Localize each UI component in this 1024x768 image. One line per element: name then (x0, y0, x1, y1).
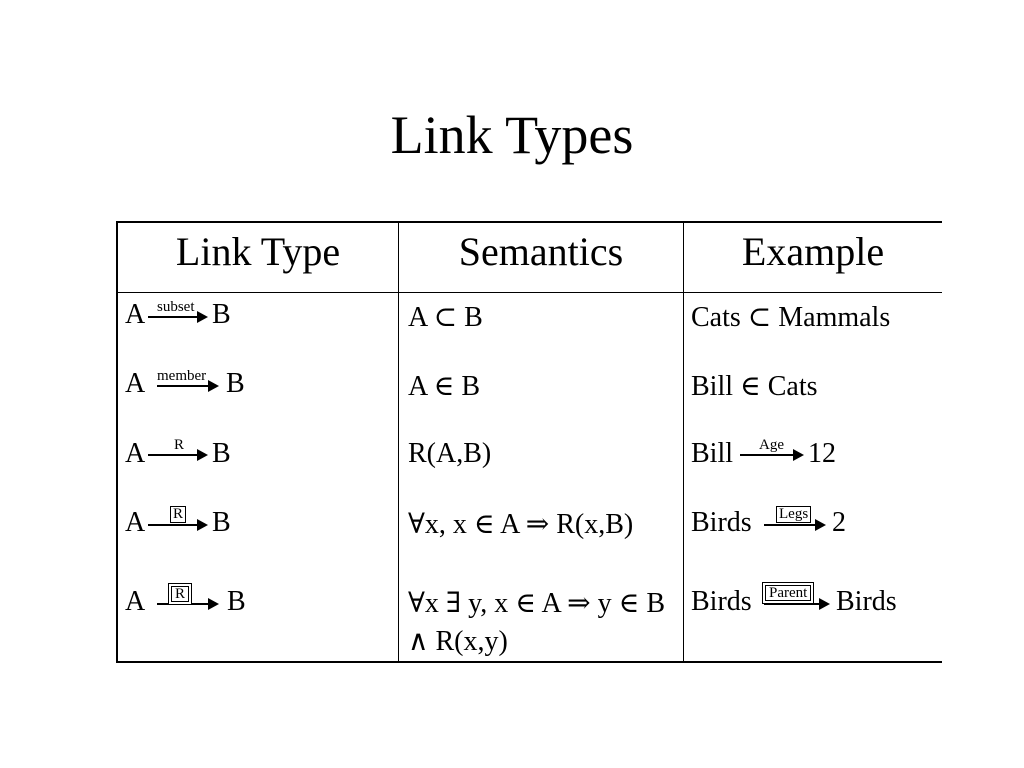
example-target: Birds (836, 586, 897, 617)
semantics-text: ∀x ∃ y, x ∈ A ⇒ y ∈ B ∧ R(x,y) (408, 588, 665, 657)
arrow-icon (157, 380, 219, 392)
link-source: A (125, 438, 146, 469)
link-label: R (174, 437, 185, 453)
column-divider-2 (683, 221, 684, 663)
link-source: A (125, 299, 146, 330)
link-target: B (227, 586, 246, 617)
semantics-text: ∀x, x ∈ A ⇒ R(x,B) (408, 509, 634, 540)
example-target: 2 (832, 507, 846, 538)
semantics-text: A ⊂ B (408, 302, 483, 333)
link-target: B (226, 368, 245, 399)
link-label: R (171, 586, 190, 602)
link-target: B (212, 299, 231, 330)
example-text: Cats ⊂ Mammals (691, 302, 891, 333)
example-source: Birds (691, 586, 752, 617)
slide-title: Link Types (390, 105, 634, 165)
double-boxed-link-label: R (168, 583, 193, 605)
header-semantics: Semantics (458, 229, 624, 274)
arrow-icon (148, 519, 208, 531)
arrow-icon (764, 519, 826, 531)
example-target: 12 (808, 438, 836, 469)
semantics-text: A ∈ B (408, 371, 481, 402)
link-source: A (125, 586, 146, 617)
link-label: subset (157, 299, 195, 315)
header-link-type: Link Type (175, 229, 341, 274)
link-target: B (212, 438, 231, 469)
link-source: A (125, 368, 146, 399)
table-left-border (116, 221, 118, 663)
example-source: Bill (691, 438, 734, 469)
example-link-label: Parent (765, 585, 812, 601)
link-target: B (212, 507, 231, 538)
boxed-example-label: Legs (776, 506, 812, 523)
table-bottom-border (116, 661, 942, 663)
arrow-icon (764, 598, 830, 610)
link-label: member (157, 368, 207, 384)
arrow-icon (740, 449, 804, 461)
example-source: Birds (691, 507, 752, 538)
boxed-link-label: R (170, 506, 187, 523)
header-example: Example (741, 229, 885, 274)
arrow-icon (148, 449, 208, 461)
arrow-icon (148, 311, 208, 323)
table-header-divider (116, 292, 942, 293)
table-top-border (116, 221, 942, 223)
double-boxed-example-label: Parent (762, 582, 815, 604)
example-text: Bill ∈ Cats (691, 371, 818, 402)
semantics-text: R(A,B) (408, 438, 492, 469)
column-divider-1 (398, 221, 399, 663)
link-source: A (125, 507, 146, 538)
example-link-label: Age (759, 437, 784, 453)
